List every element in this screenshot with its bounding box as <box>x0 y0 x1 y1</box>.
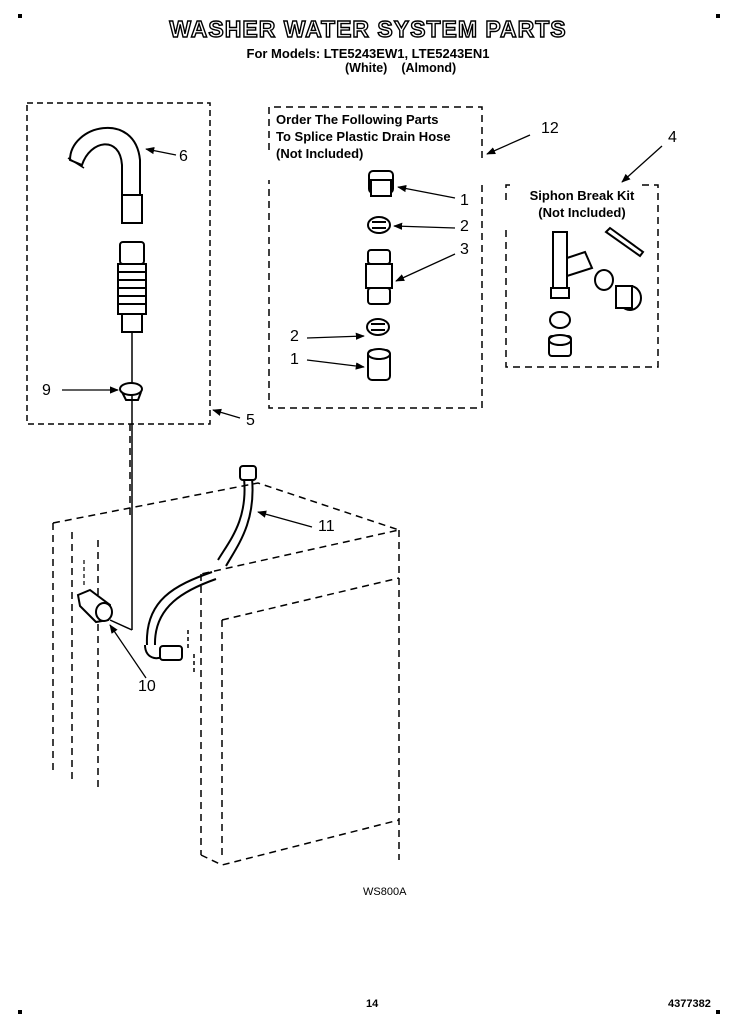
page-title: WASHER WATER SYSTEM PARTS <box>169 15 567 42</box>
color-almond: (Almond) <box>401 61 457 75</box>
drain-hose-hook <box>67 126 143 224</box>
color-labels: (White) (Almond) <box>345 61 470 75</box>
callout-12: 12 <box>541 120 559 137</box>
corner-mark-top-right <box>716 14 720 18</box>
callout-1-bottom: 1 <box>290 351 299 368</box>
washer-cabinet <box>52 482 402 866</box>
siphon-box-line-1: Siphon Break Kit <box>529 188 635 203</box>
corner-mark-top-left <box>18 14 22 18</box>
splice-coupling-bottom <box>367 348 391 381</box>
fill-hose-fitting-bottom <box>144 644 183 661</box>
models-line: For Models: LTE5243EW1, LTE5243EN1 <box>246 46 490 61</box>
splice-box-line-1: Order The Following Parts <box>276 112 439 127</box>
fill-hose <box>145 477 254 646</box>
callout-6: 6 <box>179 148 188 165</box>
callout-11: 11 <box>318 518 335 535</box>
splice-clamp-top <box>367 216 391 234</box>
callout-9: 9 <box>42 382 51 399</box>
splice-box-line-2: To Splice Plastic Drain Hose <box>276 129 451 144</box>
wall-outlet <box>187 630 195 672</box>
siphon-tee <box>550 231 594 299</box>
callout-4: 4 <box>668 129 677 146</box>
callout-1-top: 1 <box>460 192 469 209</box>
fill-hose-fitting-top <box>239 465 257 481</box>
hose-clamp <box>119 382 143 401</box>
callout-10: 10 <box>138 678 156 695</box>
drain-connector <box>76 588 113 624</box>
corner-mark-bottom-left <box>18 1010 22 1014</box>
splice-coupling-top <box>368 170 394 197</box>
splice-box-line-3: (Not Included) <box>276 146 364 161</box>
siphon-kit-box <box>505 184 659 368</box>
callout-3: 3 <box>460 241 469 258</box>
color-white: (White) <box>345 61 388 75</box>
siphon-coupling-bottom <box>548 334 572 357</box>
callout-2-bottom: 2 <box>290 328 299 345</box>
drain-hose-group-box <box>26 102 211 425</box>
splice-box-text: Order The Following Parts To Splice Plas… <box>276 111 451 162</box>
siphon-coupling-side <box>615 285 642 311</box>
document-number: 4377382 <box>668 998 711 1010</box>
corner-mark-bottom-right <box>716 1010 720 1014</box>
drain-hose-segment <box>117 241 147 333</box>
siphon-cap <box>604 226 645 258</box>
siphon-clamp-bottom <box>549 311 571 329</box>
callout-2-top: 2 <box>460 218 469 235</box>
splice-connector <box>365 249 393 305</box>
diagram-code: WS800A <box>363 886 407 898</box>
siphon-clamp-side <box>594 269 614 291</box>
siphon-box-text: Siphon Break Kit (Not Included) <box>512 187 652 221</box>
splice-clamp-bottom <box>366 318 390 336</box>
page-number: 14 <box>366 998 379 1010</box>
splice-parts-box <box>268 106 483 409</box>
callout-5: 5 <box>246 412 255 429</box>
siphon-box-line-2: (Not Included) <box>538 205 626 220</box>
